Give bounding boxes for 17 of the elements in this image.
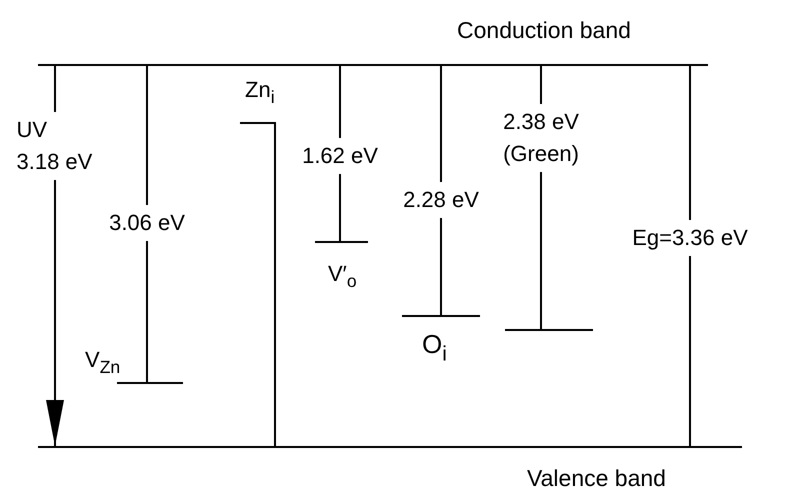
edge-label: UV 3.18 eV <box>16 112 94 180</box>
energy-level-line <box>240 122 276 124</box>
level-label: O$_{i}$ <box>422 330 447 366</box>
connector-line <box>689 66 691 446</box>
energy-level-line <box>117 382 183 384</box>
connector-line <box>274 124 276 446</box>
energy-level-line <box>402 315 480 317</box>
connector-line <box>146 66 148 382</box>
level-label: V$_{Zn}$ <box>85 348 120 378</box>
level-label: Zn$_{i}$ <box>245 78 275 108</box>
level-label: Conduction band <box>457 18 631 44</box>
energy-level-line <box>505 329 593 331</box>
energy-level-line <box>38 446 742 448</box>
level-label: V′$_{o}$ <box>328 262 357 292</box>
energy-level-line <box>315 241 368 243</box>
level-label: Valence band <box>527 466 666 492</box>
energy-level-line <box>38 64 708 66</box>
